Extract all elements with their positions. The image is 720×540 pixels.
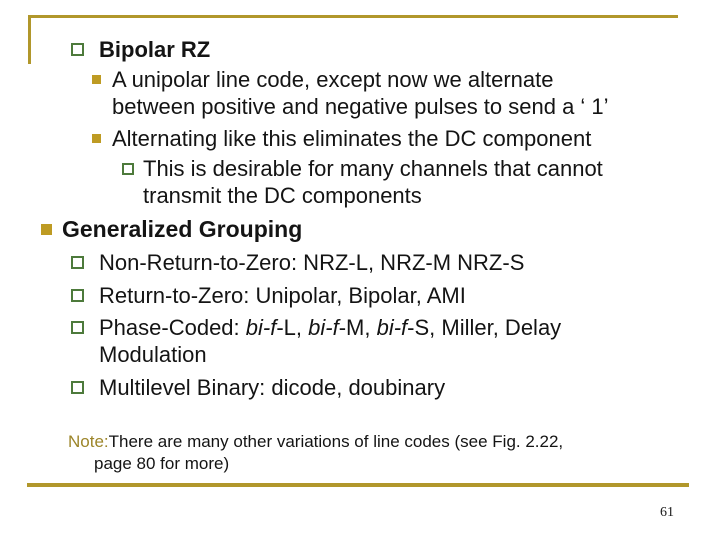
list-item: A unipolar line code, except now we alte… [40,66,668,120]
list-item-text: Alternating like this eliminates the DC … [112,126,592,151]
list-item-text: Return-to-Zero: Unipolar, Bipolar, AMI [99,283,466,308]
list-item-text: This is desirable for many channels that… [143,156,603,208]
bottom-accent-line [27,483,689,487]
list-item: Phase-Coded: bi-f-L, bi-f-M, bi-f-S, Mil… [40,314,668,368]
filled-square-bullet-icon [92,75,101,84]
list-item-text: A unipolar line code, except now we alte… [112,67,609,119]
bullet-list: Bipolar RZ A unipolar line code, except n… [40,36,668,401]
list-item: Non-Return-to-Zero: NRZ-L, NRZ-M NRZ-S [40,249,668,276]
list-item-text: Phase-Coded: bi-f-L, bi-f-M, bi-f-S, Mil… [99,315,562,367]
list-item-text: Non-Return-to-Zero: NRZ-L, NRZ-M NRZ-S [99,250,525,275]
list-item: Bipolar RZ [40,36,668,63]
list-item: Multilevel Binary: dicode, doubinary [40,374,668,401]
list-item: This is desirable for many channels that… [40,155,668,209]
top-accent-line [28,15,678,18]
outline-square-bullet-icon [71,381,84,394]
outline-square-bullet-icon [71,289,84,302]
list-item: Generalized Grouping [40,215,668,243]
list-item: Alternating like this eliminates the DC … [40,125,668,152]
note-text: There are many other variations of line … [94,432,564,473]
outline-square-bullet-icon [71,256,84,269]
outline-square-bullet-icon [71,43,84,56]
note: Note:There are many other variations of … [68,431,599,475]
filled-square-bullet-icon [92,134,101,143]
outline-square-bullet-icon [71,321,84,334]
page-number: 61 [660,505,674,520]
list-item: Return-to-Zero: Unipolar, Bipolar, AMI [40,282,668,309]
list-item-text: Generalized Grouping [62,216,303,242]
outline-square-bullet-icon [122,163,134,175]
list-item-text: Bipolar RZ [99,37,211,62]
filled-square-bullet-icon [41,224,52,235]
note-label: Note: [68,432,109,451]
left-accent-line [28,15,31,64]
slide-content: Bipolar RZ A unipolar line code, except n… [40,36,668,475]
list-item-text: Multilevel Binary: dicode, doubinary [99,375,446,400]
